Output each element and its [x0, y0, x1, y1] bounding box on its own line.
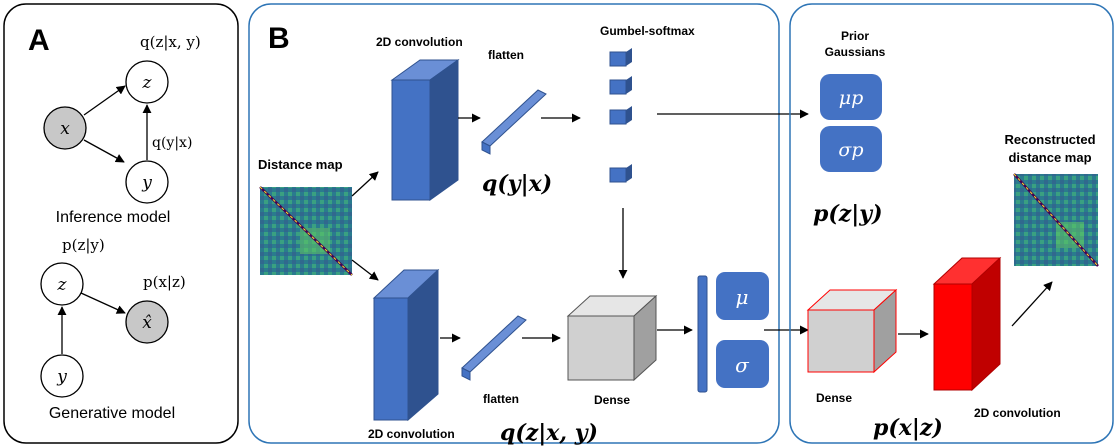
- arrow-map-to-conv-top: [351, 171, 379, 197]
- mu-p-label: μp: [839, 87, 864, 109]
- recon-label-line2: distance map: [1008, 150, 1091, 165]
- gumbel-cubes: [609, 48, 632, 183]
- panel-b-border: [248, 3, 780, 444]
- node-y-label: y: [141, 173, 152, 193]
- gumbel-label: Gumbel-softmax: [600, 24, 695, 38]
- dense-label-encoder: Dense: [594, 393, 630, 407]
- node-y-generative: [40, 354, 84, 398]
- distance-map-label: Distance map: [258, 157, 343, 172]
- panel-b: B Distance map 2D convolution flatten Gu…: [248, 3, 809, 446]
- arrow-map-to-conv-bottom: [351, 259, 379, 281]
- panel-a: A q(z|x, y) z x y q(y|x) Inference model…: [3, 3, 239, 444]
- inference-model-title: Inference model: [56, 209, 171, 226]
- label-q-z-xy: q(z|x, y): [140, 33, 201, 51]
- node-xhat: [125, 300, 169, 344]
- prior-label-line1: Prior: [841, 29, 869, 43]
- flatten-bottom-label: flatten: [483, 392, 519, 406]
- flatten-bottom-bar: [461, 315, 527, 381]
- sigma-p-box: [820, 126, 882, 172]
- mu-box: [716, 272, 769, 320]
- arrow-deconv-to-output: [1011, 281, 1053, 327]
- reconstructed-map-image: [1013, 173, 1099, 267]
- panel-c-border: [789, 3, 1114, 444]
- p-z-y-label: p(z|y): [813, 201, 882, 227]
- panel-a-letter: A: [28, 24, 50, 57]
- panel-c: Prior Gaussians μp σp p(z|y) Dense p(x|z…: [789, 3, 1114, 444]
- panel-b-letter: B: [268, 22, 290, 55]
- sigma-box: [716, 340, 769, 388]
- q-y-x-label: q(y|x): [482, 171, 552, 197]
- mu-label: μ: [736, 285, 749, 309]
- edge-x-to-z: [83, 85, 126, 116]
- edge-z-to-xhat: [80, 292, 126, 314]
- generative-model-title: Generative model: [49, 405, 175, 422]
- label-q-y-x: q(y|x): [152, 135, 192, 151]
- node-z-generative: [40, 262, 84, 306]
- dense-label-decoder: Dense: [816, 391, 852, 405]
- node-z-inference: [125, 60, 169, 104]
- mu-p-box: [820, 74, 882, 120]
- q-z-xy-label: q(z|x, y): [500, 420, 598, 446]
- label-p-z-y: p(z|y): [62, 236, 105, 254]
- latent-vector: [697, 275, 708, 393]
- distance-map-image: [259, 186, 353, 276]
- sigma-label: σ: [735, 353, 750, 377]
- node-x-label: x: [60, 119, 70, 139]
- node-x-observed: [43, 106, 87, 150]
- node-z-gen-label: z: [57, 275, 68, 295]
- conv-bottom-label: 2D convolution: [368, 427, 455, 441]
- dense-block-encoder: [566, 294, 658, 382]
- flatten-top-label: flatten: [488, 48, 524, 62]
- conv-top-label: 2D convolution: [376, 35, 463, 49]
- edge-x-to-y: [83, 139, 125, 163]
- p-x-z-label: p(x|z): [873, 415, 943, 441]
- label-p-x-z: p(x|z): [143, 273, 186, 291]
- deconv-block: [932, 256, 1002, 392]
- flatten-top-bar: [481, 89, 547, 155]
- node-y-gen-label: y: [56, 367, 67, 387]
- node-xhat-label: x̂: [142, 313, 152, 333]
- dense-block-decoder: [806, 288, 898, 374]
- prior-label-line2: Gaussians: [825, 45, 886, 59]
- node-y-inference: [125, 160, 169, 204]
- panel-a-border: [3, 3, 239, 444]
- conv-bottom-block: [372, 268, 440, 422]
- sigma-p-label: σp: [838, 139, 863, 161]
- recon-label-line1: Reconstructed: [1004, 132, 1095, 147]
- deconv-label: 2D convolution: [974, 406, 1061, 420]
- node-z-label: z: [142, 73, 153, 93]
- conv-top-block: [390, 59, 460, 201]
